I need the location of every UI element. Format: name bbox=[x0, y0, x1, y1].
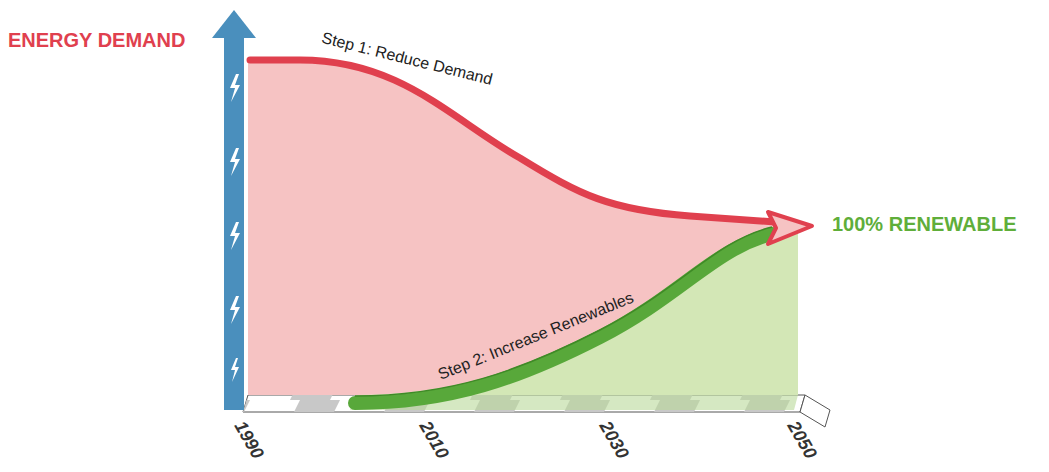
year-label: 2010 bbox=[416, 418, 452, 462]
target-arrowhead bbox=[768, 212, 812, 244]
year-label: 2030 bbox=[596, 418, 632, 462]
time-axis-end bbox=[800, 395, 830, 427]
renewables-stripe-edge bbox=[355, 227, 772, 396]
time-axis-stripes bbox=[243, 395, 805, 412]
lightning-symbols bbox=[230, 74, 240, 382]
target-label: 100% RENEWABLE bbox=[832, 214, 1017, 234]
energy-axis-head bbox=[212, 10, 256, 38]
axis-title: ENERGY DEMAND bbox=[8, 30, 185, 50]
demand-stripe bbox=[250, 60, 775, 222]
energy-axis bbox=[224, 34, 244, 410]
time-axis-base bbox=[243, 395, 805, 412]
renewables-stripe bbox=[355, 234, 772, 403]
year-label: 1990 bbox=[231, 418, 267, 462]
year-label: 2050 bbox=[784, 418, 820, 462]
